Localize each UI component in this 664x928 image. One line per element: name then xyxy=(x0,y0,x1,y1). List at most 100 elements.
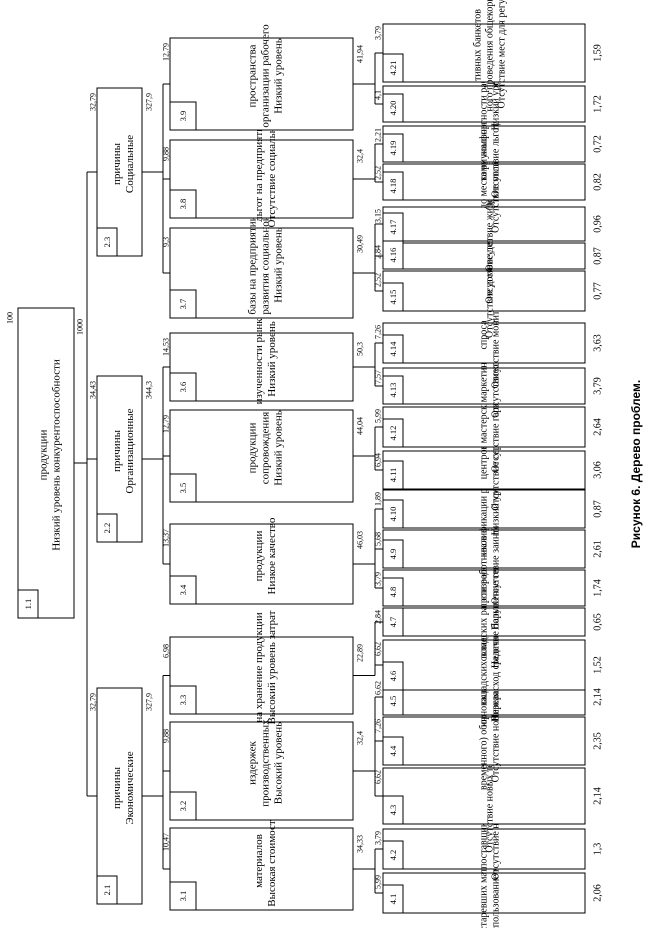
root-cause-node-4-20-id: 4.20 xyxy=(388,101,398,116)
root-cause-value: 3,63 xyxy=(593,334,604,352)
root-cause-weight: 5,99 xyxy=(374,409,383,423)
cause-node-2-2-label-line: Организационные xyxy=(124,408,136,493)
root-cause-node-4-3-id-cell xyxy=(382,795,404,825)
root-cause-node-4-4-id-cell xyxy=(382,736,404,766)
subcause-node-3-4-id-cell xyxy=(169,575,197,605)
subcause-node-3-1-frame xyxy=(169,827,354,911)
subcause-node-3-9-id: 3.9 xyxy=(178,111,188,122)
root-cause-weight: 2,84 xyxy=(374,245,383,259)
root-cause-node-4-6-id-cell xyxy=(382,661,404,691)
root-cause-weight: 6,62 xyxy=(374,681,383,695)
subcause-node-3-9-label-line: пространства xyxy=(247,44,259,107)
root-cause-node-4-17-id-cell xyxy=(382,212,404,242)
root-cause-node-4-4-label-line: Отсутствие нового (со- xyxy=(491,684,502,783)
root-cause-value: 2,61 xyxy=(593,540,604,558)
root-cause-node-4-10-id: 4.10 xyxy=(388,507,398,522)
root-cause-value: 2,06 xyxy=(593,884,604,902)
root-cause-node-4-2-id-cell xyxy=(382,840,404,870)
subcause-node-3-9-id-cell xyxy=(169,101,197,131)
cause-node-2-1-label-line: причины xyxy=(111,766,123,809)
root-cause-node-4-7-id: 4.7 xyxy=(388,617,398,628)
root-node-id-cell xyxy=(17,589,39,619)
root-cause-weight: 6,94 xyxy=(374,453,383,467)
root-cause-node-4-11-id: 4.11 xyxy=(388,468,398,483)
root-cause-node-4-15-id-cell xyxy=(382,282,404,312)
root-cause-node-4-2-id: 4.2 xyxy=(388,850,398,861)
cause-node-2-3-label-line: Социальные xyxy=(124,135,136,193)
subcause-node-3-1-id-cell xyxy=(169,881,197,911)
root-cause-node-4-2-label-line: поставщиков xyxy=(479,813,490,869)
root-cause-node-4-13-label-line: маркетинга xyxy=(479,353,490,402)
root-cause-node-4-21-id-cell xyxy=(382,53,404,83)
root-cause-node-4-1-label-line: Использование морально xyxy=(491,831,502,928)
root-node-label-line: Низкий уровень конкурентоспособности xyxy=(51,359,63,551)
subcause-node-3-2-id-cell xyxy=(169,791,197,821)
root-cause-weight: 2,52 xyxy=(374,166,383,180)
root-cause-node-4-7-id-cell xyxy=(382,607,404,637)
root-cause-value: 2,14 xyxy=(593,688,604,706)
subcause-score: 22,89 xyxy=(356,644,365,662)
subcause-node-3-4-label-line: продукции xyxy=(253,531,265,582)
root-cause-node-4-6-id: 4.6 xyxy=(388,671,398,682)
subcause-node-3-3-label-line: Высокий уровень затрат xyxy=(266,610,278,724)
root-cause-node-4-12-label-line: Отсутствие гарантийных xyxy=(491,366,502,473)
root-cause-node-4-13-frame xyxy=(382,367,586,405)
root-node-label-line: продукции xyxy=(38,430,50,481)
root-cause-node-4-17-label-line: Отсутствие жилого фонда xyxy=(485,160,496,272)
root-cause-weight: 7,57 xyxy=(374,370,383,384)
root-cause-weight: 4,1 xyxy=(374,90,383,100)
subcause-score: 44,04 xyxy=(356,417,365,435)
root-cause-node-4-19-label-line: Отсутствие льгот при оплате xyxy=(491,74,502,198)
root-cause-node-4-12-id-cell xyxy=(382,418,404,448)
subcause-node-3-6-label-line: изученности рынка xyxy=(253,314,265,405)
root-cause-node-4-15-frame xyxy=(382,270,586,312)
subcause-weight: 12,79 xyxy=(162,43,171,61)
root-cause-node-4-10-label-line: Низкий уровень xyxy=(491,466,502,535)
subcause-node-3-8-id-cell xyxy=(169,189,197,219)
root-cause-node-4-1-id: 4.1 xyxy=(388,894,398,905)
root-cause-node-4-19-id-cell xyxy=(382,133,404,163)
subcause-node-3-2-id: 3.2 xyxy=(178,801,188,812)
root-cause-node-4-16-frame xyxy=(382,242,586,270)
subcause-node-3-1-id: 3.1 xyxy=(178,891,188,902)
root-cause-value: 1,59 xyxy=(593,44,604,62)
root-cause-value: 0,87 xyxy=(593,500,604,518)
root-cause-value: 0,77 xyxy=(593,282,604,300)
subcause-weight: 9,88 xyxy=(162,729,171,743)
cause-node-2-2-label-line: причины xyxy=(111,429,123,472)
subcause-score: 41,94 xyxy=(356,45,365,63)
cause-node-2-3-label-line: причины xyxy=(111,142,123,185)
root-cause-node-4-4-frame xyxy=(382,716,586,766)
subcause-node-3-9-label-line: организации рабочего xyxy=(260,24,272,128)
subcause-node-3-8-label-line: Отсутствие социальных xyxy=(266,114,278,227)
root-cause-node-4-11-id-cell xyxy=(382,460,404,490)
root-cause-value: 0,87 xyxy=(593,247,604,265)
cause-node-2-1-label-line: Экономические xyxy=(124,751,136,824)
root-cause-node-4-3-id: 4.3 xyxy=(388,805,398,816)
root-cause-node-4-21-label-line: Отсутствие мест для регуляр- xyxy=(497,0,508,108)
root-cause-node-4-6-label-line: Перерасход средств на аренду xyxy=(491,593,502,721)
root-cause-node-4-3-frame xyxy=(382,767,586,825)
root-cause-node-4-18-frame xyxy=(382,163,586,201)
subcause-score: 34,33 xyxy=(356,835,365,853)
subcause-weight: 6,98 xyxy=(162,644,171,658)
root-cause-weight: 5,68 xyxy=(374,532,383,546)
root-cause-node-4-12-id: 4.12 xyxy=(388,426,398,441)
subcause-node-3-3-id: 3.3 xyxy=(178,695,188,706)
root-cause-weight: 2,84 xyxy=(374,610,383,624)
root-cause-value: 1,3 xyxy=(593,843,604,856)
cause-node-2-2-id-cell xyxy=(96,513,118,543)
